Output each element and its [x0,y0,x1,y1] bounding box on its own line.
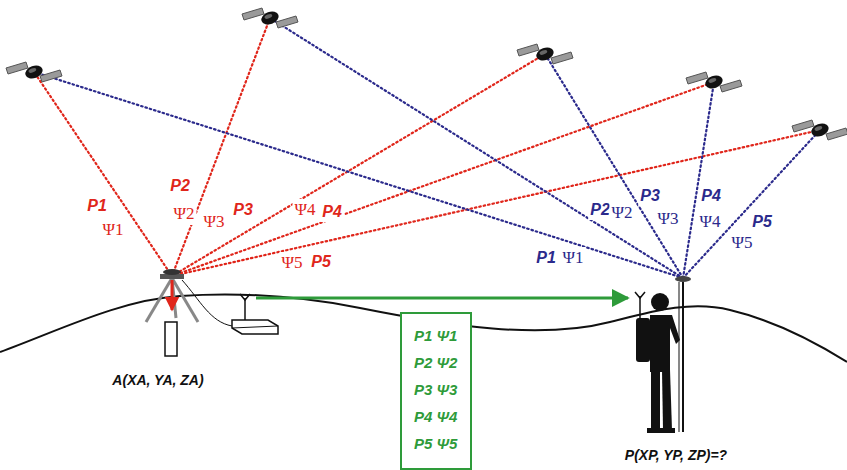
observation-label: P5 [309,252,333,272]
observation-label: Ψ5 [729,232,754,254]
correction-entry: P2 Ψ2 [414,355,458,370]
observation-label: Ψ1 [560,247,585,269]
observation-label: P2 [168,176,192,196]
signal-lines [34,18,820,278]
observation-label: P2 [588,200,612,220]
correction-entry: P5 Ψ5 [414,436,458,451]
observation-label: P3 [638,186,662,206]
observation-label: Ψ2 [609,202,634,224]
observation-label: P1 [85,196,109,216]
observation-label: P1 [534,248,558,268]
observation-label: P3 [231,200,255,220]
observation-label: P5 [750,212,774,232]
correction-entry: P4 Ψ4 [414,409,458,424]
satellites [6,8,847,140]
correction-entry: P3 Ψ3 [414,382,458,397]
base-station [146,269,628,356]
coordinate-label: A(XA, YA, ZA) [110,371,205,389]
observation-label: Ψ1 [100,219,125,241]
coordinate-label: P(XP, YP, ZP)=? [623,446,729,464]
observation-label: Ψ2 [171,203,196,225]
observation-label: P4 [699,186,723,206]
rover-surveyor [635,276,691,433]
observation-label: Ψ3 [655,208,680,230]
observation-label: Ψ5 [279,252,304,274]
observation-label: P4 [320,202,344,222]
message-box: P1 Ψ1 P2 Ψ2 P3 Ψ3 P4 Ψ4 P5 Ψ5 [400,312,472,470]
correction-entry: P1 Ψ1 [414,328,458,343]
observation-label: Ψ3 [201,211,226,233]
observation-label: Ψ4 [292,199,317,221]
observation-label: Ψ4 [697,211,722,233]
